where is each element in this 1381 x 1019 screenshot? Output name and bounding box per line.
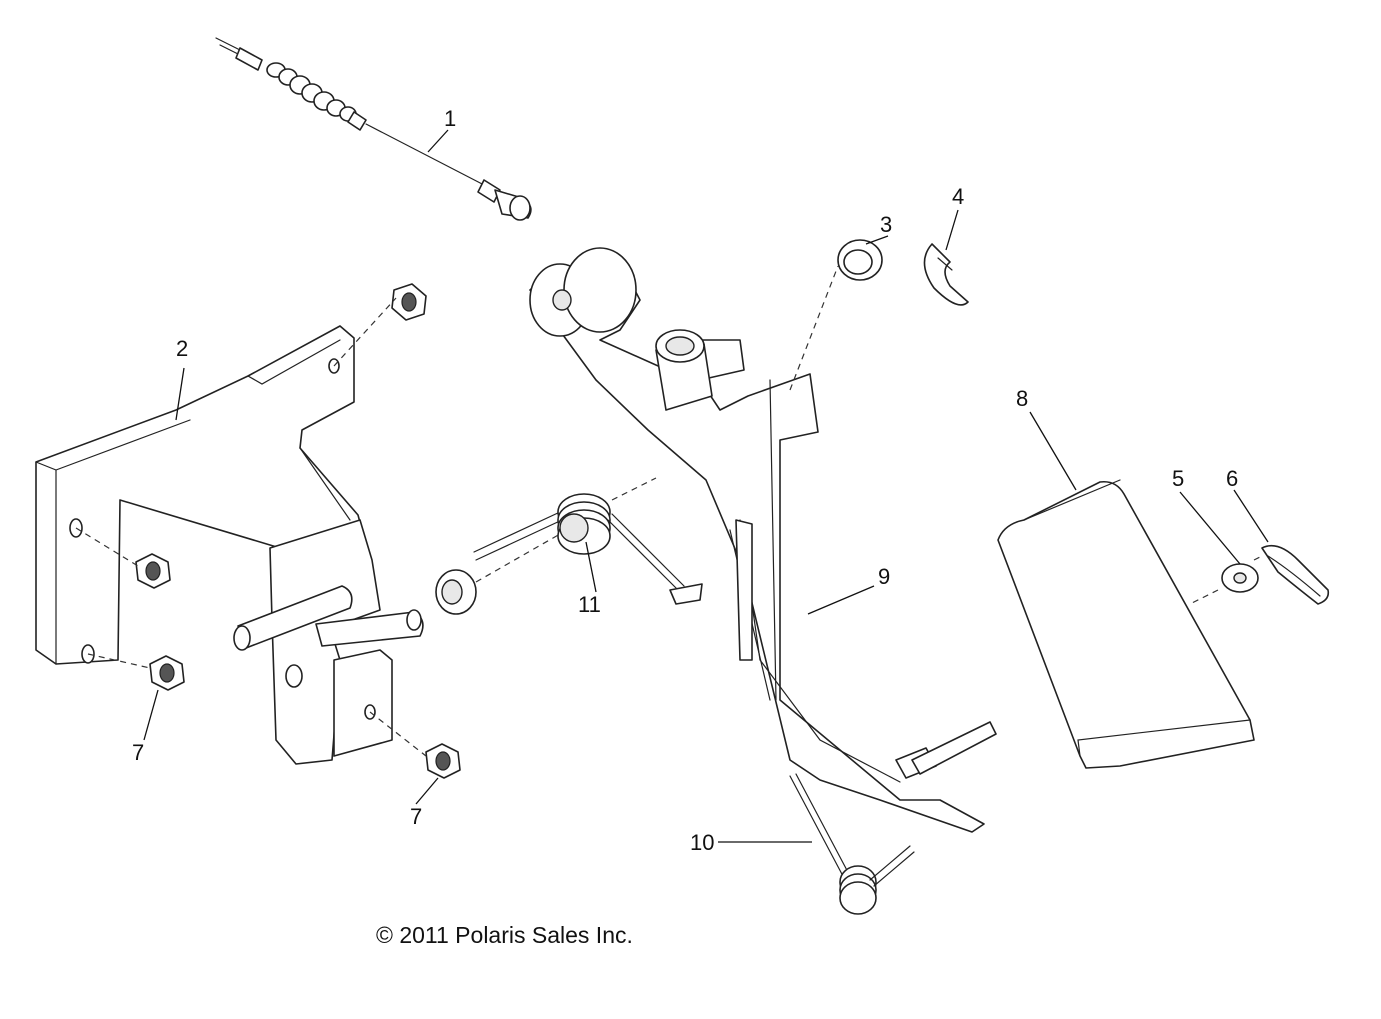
callout-4: 4 [952,184,964,209]
callout-3: 3 [880,212,892,237]
callout-1: 1 [444,106,456,131]
callout-leaders [143,129,1269,843]
assembly-lines [75,265,1263,757]
part-bushing-left [435,569,477,615]
part-return-spring [789,773,915,915]
part-torsion-spring [473,493,703,605]
part-bracket [35,325,424,765]
callout-10: 10 [690,830,714,855]
callout-6: 6 [1226,466,1238,491]
callout-9: 9 [878,564,890,589]
part-nut-lower-right [425,743,461,779]
part-e-clip [923,243,969,306]
callout-8: 8 [1016,386,1028,411]
copyright-notice: © 2011 Polaris Sales Inc. [376,922,633,948]
part-washer [1221,563,1259,593]
part-nut-lower-left [149,655,185,691]
callout-2: 2 [176,336,188,361]
part-cable [215,37,532,221]
callout-numbers: 1 2 3 4 5 6 7 7 8 9 10 11 [132,106,1238,855]
callout-11: 11 [578,592,601,617]
callout-5: 5 [1172,466,1184,491]
part-nut-mid [135,553,171,589]
part-pedal [529,247,997,833]
part-pedal-pad [997,479,1255,769]
callout-7-right: 7 [410,804,422,829]
part-hairpin-clip [1261,544,1330,605]
part-bushing-3 [837,239,883,281]
part-nut-upper [391,283,427,321]
callout-7-left: 7 [132,740,144,765]
